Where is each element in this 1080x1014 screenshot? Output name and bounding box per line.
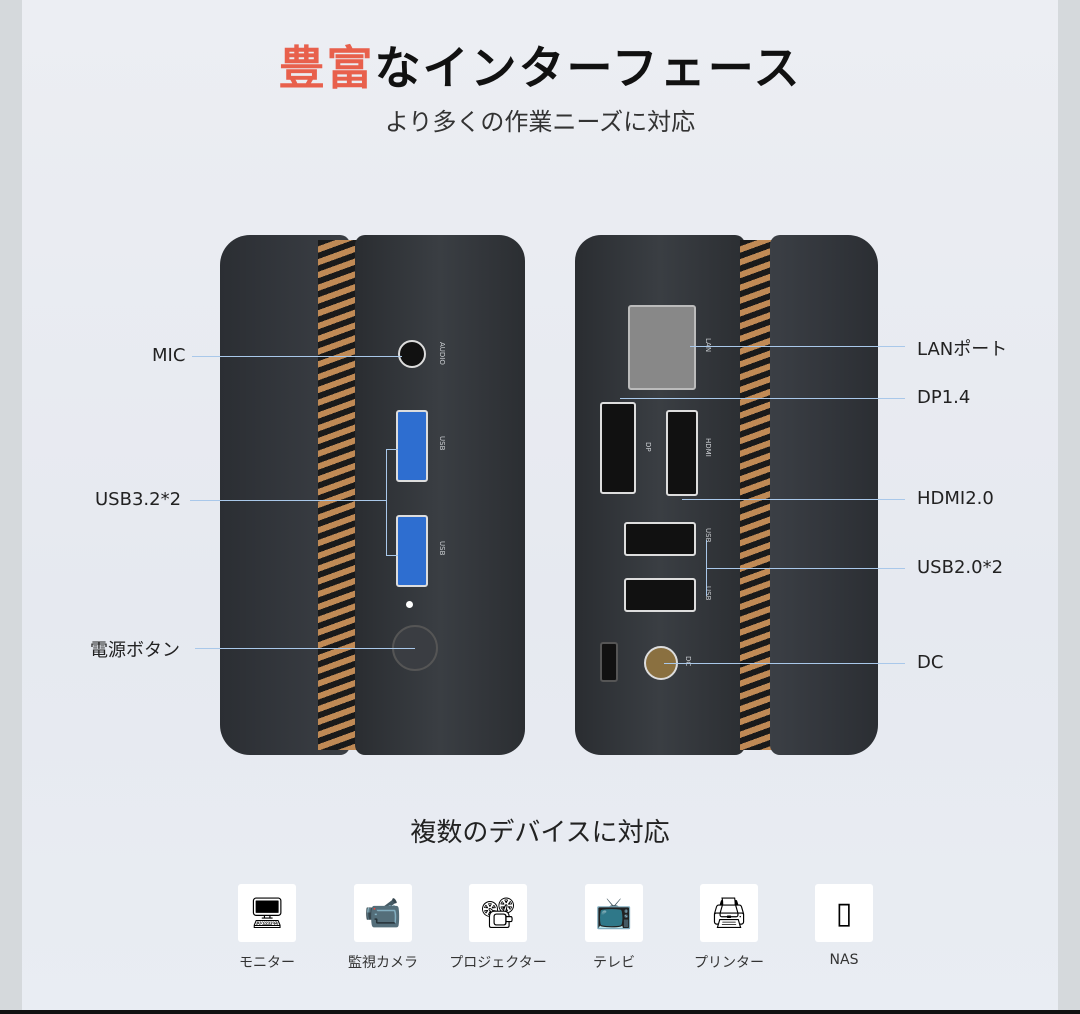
usb-port-mark: USB xyxy=(438,436,446,451)
projector-icon: 📽 xyxy=(469,884,527,942)
monitor-icon: 🖥 xyxy=(238,884,296,942)
kensington-lock xyxy=(600,642,618,682)
product-banner xyxy=(22,0,1058,1010)
leader-line xyxy=(620,398,905,399)
leader-line xyxy=(386,449,398,450)
tv-icon: 📺 xyxy=(585,884,643,942)
leader-line xyxy=(706,568,905,569)
security-camera-icon: 📹 xyxy=(354,884,412,942)
device-label: NAS xyxy=(829,952,859,968)
label-dc: DC xyxy=(917,652,944,673)
label-lan: LANポート xyxy=(917,339,1008,360)
label-usb32: USB3.2*2 xyxy=(95,489,182,510)
label-mic: MIC xyxy=(152,345,186,366)
device-label: モニター xyxy=(239,955,295,971)
device-item-nas: ▯ NAS xyxy=(794,884,894,968)
leader-line xyxy=(386,555,398,556)
leader-line xyxy=(682,499,905,500)
hdmi-port xyxy=(666,410,698,496)
fan-vent-left xyxy=(318,240,358,750)
page-title: 豊富なインターフェース xyxy=(0,32,1080,98)
lan-port xyxy=(628,305,696,390)
devices-section-title: 複数のデバイスに対応 xyxy=(410,818,670,848)
usb3-port-1 xyxy=(396,410,428,482)
audio-port-mark: AUDIO xyxy=(438,342,446,365)
leader-line xyxy=(192,356,402,357)
nas-icon: ▯ xyxy=(815,884,873,942)
device-label: 監視カメラ xyxy=(348,955,418,971)
usb3-port-2 xyxy=(396,515,428,587)
hdmi-port-mark: HDMI xyxy=(704,438,712,457)
usb2-port-1 xyxy=(624,522,696,556)
device-item-tv: 📺 テレビ xyxy=(564,884,664,972)
device-item-projector: 📽 プロジェクター xyxy=(448,884,548,972)
title-rest: なインターフェース xyxy=(374,41,802,95)
label-power-button: 電源ボタン xyxy=(90,640,180,661)
device-label: プリンター xyxy=(694,955,764,971)
label-dp: DP1.4 xyxy=(917,387,971,408)
printer-icon: 🖨 xyxy=(700,884,758,942)
usb2-port-2 xyxy=(624,578,696,612)
dp-port xyxy=(600,402,636,494)
leader-line xyxy=(195,648,415,649)
device-item-camera: 📹 監視カメラ xyxy=(333,884,433,972)
label-usb20: USB2.0*2 xyxy=(917,557,1004,578)
dp-port-mark: DP xyxy=(644,442,652,452)
page-subtitle: より多くの作業ニーズに対応 xyxy=(384,108,696,136)
leader-line xyxy=(386,449,387,555)
leader-line xyxy=(690,346,905,347)
leader-line xyxy=(190,500,386,501)
device-item-monitor: 🖥 モニター xyxy=(217,884,317,972)
device-item-printer: 🖨 プリンター xyxy=(679,884,779,972)
device-label: プロジェクター xyxy=(449,955,547,971)
leader-line xyxy=(664,663,905,664)
power-led xyxy=(406,601,413,608)
dc-port-mark: DC xyxy=(684,656,692,667)
label-hdmi: HDMI2.0 xyxy=(917,488,994,509)
device-label: テレビ xyxy=(593,955,635,971)
title-accent: 豊富 xyxy=(278,41,375,95)
audio-jack xyxy=(398,340,426,368)
usb-port-mark: USB xyxy=(438,541,446,556)
bottom-bar xyxy=(0,1010,1080,1014)
